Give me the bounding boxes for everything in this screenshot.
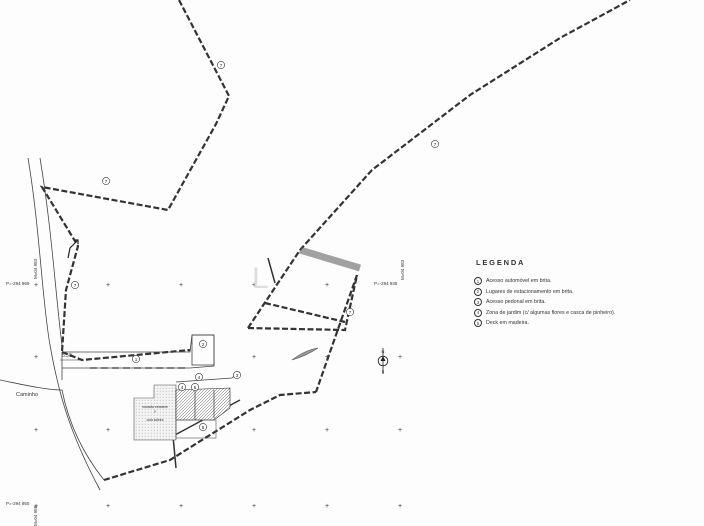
boundary-side-line xyxy=(267,257,276,284)
grid-cross: + xyxy=(398,354,402,361)
watermark: L xyxy=(252,262,269,295)
grid-cross: + xyxy=(34,427,38,434)
grid-cross: + xyxy=(325,282,329,289)
marker-2: 2 xyxy=(202,342,205,347)
coordinate-label: M=04 958 xyxy=(33,505,38,526)
grid-cross: + xyxy=(34,503,38,510)
building-label: moradia existente xyxy=(142,405,168,409)
road-caminho xyxy=(0,157,105,491)
dimension-label: 5.50 xyxy=(62,353,72,359)
road-label: Caminho xyxy=(16,392,38,398)
marker-4: 4 xyxy=(181,385,184,390)
legend-title: LEGENDA xyxy=(476,258,526,267)
legend-label: Deck em madeira. xyxy=(486,320,529,327)
parking-area xyxy=(191,334,215,366)
marker-7: 7 xyxy=(74,283,77,288)
grid-cross: + xyxy=(252,354,256,361)
garden-plot xyxy=(175,419,217,439)
marker-group xyxy=(71,61,439,431)
boundary-line xyxy=(39,0,631,393)
marker-labels: 7 7 7 7 7 1 2 4 3 4 5 5 xyxy=(74,63,437,430)
legend: LEGENDA 1 Acesso automóvel em brita. 2 Lug… xyxy=(474,258,694,329)
legend-item: 4 Zona de jardim (c/ algumas flores e cas… xyxy=(474,308,694,319)
coordinate-label: M=04 983 xyxy=(400,259,405,280)
marker-3: 3 xyxy=(236,373,239,378)
grid-cross: + xyxy=(106,282,110,289)
marker-5: 5 xyxy=(194,385,197,390)
coordinate-label: P=-294 950 xyxy=(6,501,30,506)
grid-cross: + xyxy=(34,354,38,361)
grid-cross: + xyxy=(179,503,183,510)
coordinate-label: M=04 983 xyxy=(33,258,38,279)
legend-num: 4 xyxy=(474,308,482,317)
grid-cross: + xyxy=(252,282,256,289)
grid-cross: + xyxy=(179,282,183,289)
marker-7: 7 xyxy=(105,179,108,184)
building-label: cota soleira xyxy=(147,418,164,422)
legend-item: 2 Lugares de estacionamento em brita. xyxy=(474,287,694,298)
legend-item: 5 Deck em madeira. xyxy=(474,318,694,329)
grid-cross: + xyxy=(325,503,329,510)
north-arrow-icon: N S xyxy=(377,348,389,374)
legend-num: 1 xyxy=(474,277,482,286)
grid-cross: + xyxy=(252,427,256,434)
legend-num: 5 xyxy=(474,319,482,328)
coordinate-label: P=-294 969 xyxy=(6,281,30,286)
grid-cross: + xyxy=(398,503,402,510)
marker-7: 7 xyxy=(220,63,223,68)
legend-label: Zona de jardim (c/ algumas flores e casc… xyxy=(486,309,616,316)
grid-cross: + xyxy=(106,427,110,434)
legend-num: 3 xyxy=(474,298,482,307)
marker-1: 1 xyxy=(135,357,138,362)
building-label: Y xyxy=(154,410,157,414)
grid-cross: + xyxy=(34,282,38,289)
legend-num: 2 xyxy=(474,287,482,296)
grid-markers: + + + + + + + + + + + + + + + + + + + + xyxy=(34,282,402,510)
footpath xyxy=(175,371,241,383)
marker-7: 7 xyxy=(434,142,437,147)
legend-label: Lugares de estacionamento em brita. xyxy=(486,288,574,295)
coordinate-label: P=-294 935 xyxy=(374,281,398,286)
marker-4: 4 xyxy=(198,375,201,380)
grid-cross: + xyxy=(398,427,402,434)
grid-cross: + xyxy=(325,354,329,361)
grid-cross: + xyxy=(325,427,329,434)
legend-item: 3 Acesso pedonal em brita. xyxy=(474,297,694,308)
entrance-arrow-icon xyxy=(67,239,79,259)
building-hatched xyxy=(175,387,231,421)
legend-item: 1 Acesso automóvel em brita. xyxy=(474,276,694,287)
building-existing xyxy=(133,384,177,441)
south-label: S xyxy=(382,369,385,374)
north-label: N xyxy=(382,349,385,354)
marker-5: 5 xyxy=(202,425,205,430)
legend-label: Acesso pedonal em brita. xyxy=(486,299,546,306)
planting-shape xyxy=(291,347,319,361)
south-boundary xyxy=(103,390,317,482)
grid-cross: + xyxy=(252,503,256,510)
legend-label: Acesso automóvel em brita. xyxy=(486,278,552,285)
boundary-inner-line xyxy=(298,246,362,272)
grid-cross: + xyxy=(106,503,110,510)
marker-7: 7 xyxy=(349,310,352,315)
